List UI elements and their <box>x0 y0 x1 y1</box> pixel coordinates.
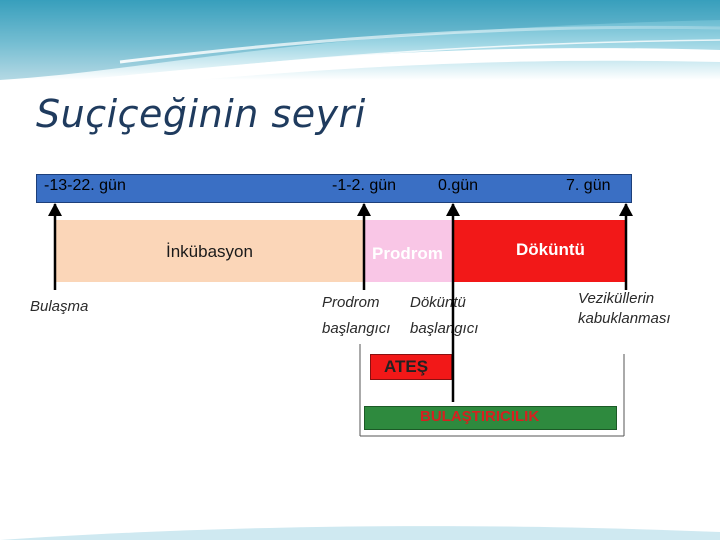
timeline-label-minus-1-2: -1-2. gün <box>332 177 397 194</box>
page-title: Suçiçeğinin seyri <box>36 92 366 136</box>
fever-label: ATEŞ <box>384 357 429 376</box>
fever-bar <box>370 354 452 380</box>
rash-label: Döküntü <box>516 240 585 259</box>
timeline-label-minus-13-22: -13-22. gün <box>44 177 126 194</box>
marker-arrow-rash <box>446 203 460 216</box>
timeline-label-day-7: 7. gün <box>566 177 611 194</box>
prodrome-start-label-1: Prodrom <box>322 294 380 311</box>
crusting-label-2: kabuklanması <box>578 310 671 327</box>
incubation-band <box>55 220 364 282</box>
rash-band <box>453 220 626 282</box>
timeline-bar <box>36 174 632 203</box>
prodrome-band <box>364 220 453 282</box>
marker-arrow-prodrome <box>357 203 371 216</box>
prodrome-label: Prodrom <box>372 244 443 263</box>
contagiousness-bar <box>364 406 617 430</box>
contagiousness-label: BULAŞTIRICILIK <box>420 408 540 425</box>
marker-arrow-crusting <box>619 203 633 216</box>
incubation-label: İnkübasyon <box>166 242 253 261</box>
crusting-label-1: Veziküllerin <box>578 290 655 307</box>
prodrome-start-label-2: başlangıcı <box>322 320 391 337</box>
timeline-label-day-0: 0.gün <box>438 177 479 194</box>
infection-label: Bulaşma <box>30 298 89 315</box>
rash-start-label-2: başlangıcı <box>410 320 479 337</box>
marker-arrow-infection <box>48 203 62 216</box>
